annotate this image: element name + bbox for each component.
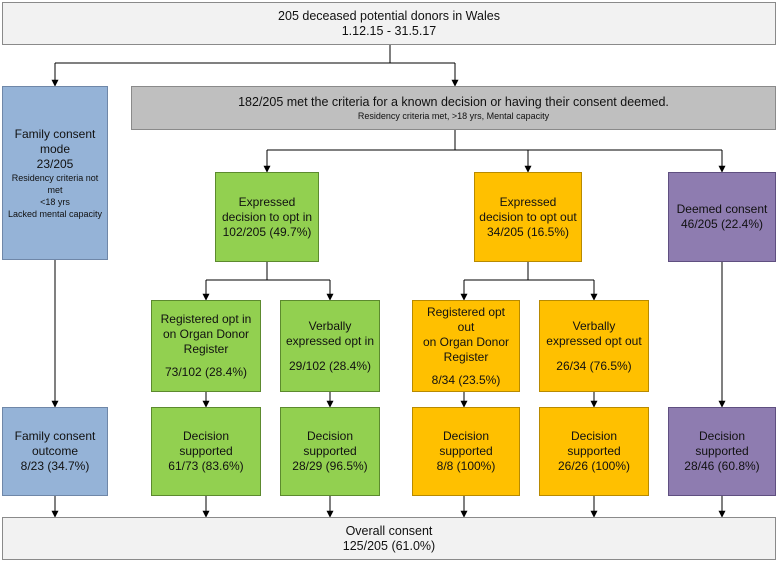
date-range: 1.12.15 - 31.5.17 xyxy=(341,23,437,38)
criteria-title: 182/205 met the criteria for a known dec… xyxy=(238,94,669,109)
dec-reg-out-count: 8/8 (100%) xyxy=(436,459,496,473)
connector-top-split xyxy=(55,45,455,64)
verbal-out-count: 26/34 (76.5%) xyxy=(556,358,632,373)
family-mode-note1: Residency criteria not xyxy=(11,172,99,183)
family-mode-note4: Lacked mental capacity xyxy=(7,208,103,219)
family-consent-mode-box: Family consent mode 23/205 Residency cri… xyxy=(2,86,108,260)
total-donors-title: 205 deceased potential donors in Wales xyxy=(278,8,500,23)
connector-opt-in-split xyxy=(206,262,330,281)
overall-count: 125/205 (61.0%) xyxy=(342,538,436,553)
overall-consent-box: Overall consent 125/205 (61.0%) xyxy=(2,517,776,560)
dec-verbal-out-count: 26/26 (100%) xyxy=(557,459,631,473)
registered-opt-in-box: Registered opt in on Organ Donor Registe… xyxy=(151,300,261,392)
dec-verbal-in-line1: Decision xyxy=(306,429,354,443)
connector-opt-out-split xyxy=(464,262,594,281)
family-outcome-count: 8/23 (34.7%) xyxy=(20,459,90,473)
dec-deemed-line2: supported xyxy=(695,444,749,458)
family-mode-note2: met xyxy=(47,184,63,195)
opt-out-count: 34/205 (16.5%) xyxy=(486,224,570,239)
reg-in-line3: Register xyxy=(183,342,229,356)
total-donors-box: 205 deceased potential donors in Wales 1… xyxy=(2,2,776,45)
dec-verbal-in-line2: supported xyxy=(303,444,357,458)
family-mode-count: 23/205 xyxy=(36,156,74,171)
family-mode-note3: <18 yrs xyxy=(40,196,70,207)
criteria-subtitle: Residency criteria met, >18 yrs, Mental … xyxy=(357,110,550,121)
dec-reg-in-count: 61/73 (83.6%) xyxy=(168,459,244,473)
opt-out-line1: Expressed xyxy=(499,194,557,209)
dec-verbal-out-line2: supported xyxy=(567,444,621,458)
decision-supported-reg-out-box: Decision supported 8/8 (100%) xyxy=(412,407,520,496)
reg-out-line2: on Organ Donor xyxy=(422,334,510,349)
reg-out-count: 8/34 (23.5%) xyxy=(431,372,501,387)
verbal-in-line1: Verbally xyxy=(308,318,352,333)
decision-supported-verbal-out-box: Decision supported 26/26 (100%) xyxy=(539,407,649,496)
registered-opt-out-box: Registered opt out on Organ Donor Regist… xyxy=(412,300,520,392)
decision-supported-deemed-box: Decision supported 28/46 (60.8%) xyxy=(668,407,776,496)
reg-out-line1: Registered opt out xyxy=(426,304,506,334)
verbal-opt-in-box: Verbally expressed opt in 29/102 (28.4%) xyxy=(280,300,380,392)
dec-reg-out-line1: Decision xyxy=(442,429,490,443)
verbal-out-line2: expressed opt out xyxy=(546,333,642,348)
verbal-out-line1: Verbally xyxy=(572,318,616,333)
family-outcome-line1: Family consent xyxy=(14,429,96,443)
connector-criteria-split xyxy=(267,130,722,151)
dec-verbal-in-count: 28/29 (96.5%) xyxy=(292,459,368,473)
deemed-line1: Deemed consent xyxy=(676,202,768,216)
opt-in-line1: Expressed xyxy=(238,194,296,209)
family-mode-line1: Family consent xyxy=(14,126,96,141)
reg-in-line1: Registered opt in xyxy=(160,312,252,326)
reg-in-line2: on Organ Donor xyxy=(162,327,250,341)
family-outcome-line2: outcome xyxy=(31,444,79,458)
deemed-count: 46/205 (22.4%) xyxy=(680,217,764,231)
dec-deemed-count: 28/46 (60.8%) xyxy=(684,459,760,473)
reg-out-line3: Register xyxy=(443,349,489,364)
dec-verbal-out-line1: Decision xyxy=(570,429,618,443)
opt-out-box: Expressed decision to opt out 34/205 (16… xyxy=(474,172,582,262)
opt-in-line2: decision to opt in xyxy=(221,209,313,224)
decision-supported-verbal-in-box: Decision supported 28/29 (96.5%) xyxy=(280,407,380,496)
decision-supported-reg-in-box: Decision supported 61/73 (83.6%) xyxy=(151,407,261,496)
reg-in-count: 73/102 (28.4%) xyxy=(164,365,248,379)
opt-in-count: 102/205 (49.7%) xyxy=(222,224,312,239)
verbal-in-count: 29/102 (28.4%) xyxy=(288,358,372,373)
dec-reg-in-line1: Decision xyxy=(182,429,230,443)
opt-out-line2: decision to opt out xyxy=(479,209,577,224)
opt-in-box: Expressed decision to opt in 102/205 (49… xyxy=(215,172,319,262)
dec-reg-in-line2: supported xyxy=(179,444,233,458)
deemed-consent-box: Deemed consent 46/205 (22.4%) xyxy=(668,172,776,262)
overall-title: Overall consent xyxy=(345,523,433,538)
verbal-in-line2: expressed opt in xyxy=(285,333,375,348)
criteria-box: 182/205 met the criteria for a known dec… xyxy=(131,86,776,130)
family-mode-line2: mode xyxy=(39,141,71,156)
dec-reg-out-line2: supported xyxy=(439,444,493,458)
family-consent-outcome-box: Family consent outcome 8/23 (34.7%) xyxy=(2,407,108,496)
verbal-opt-out-box: Verbally expressed opt out 26/34 (76.5%) xyxy=(539,300,649,392)
dec-deemed-line1: Decision xyxy=(698,429,746,443)
